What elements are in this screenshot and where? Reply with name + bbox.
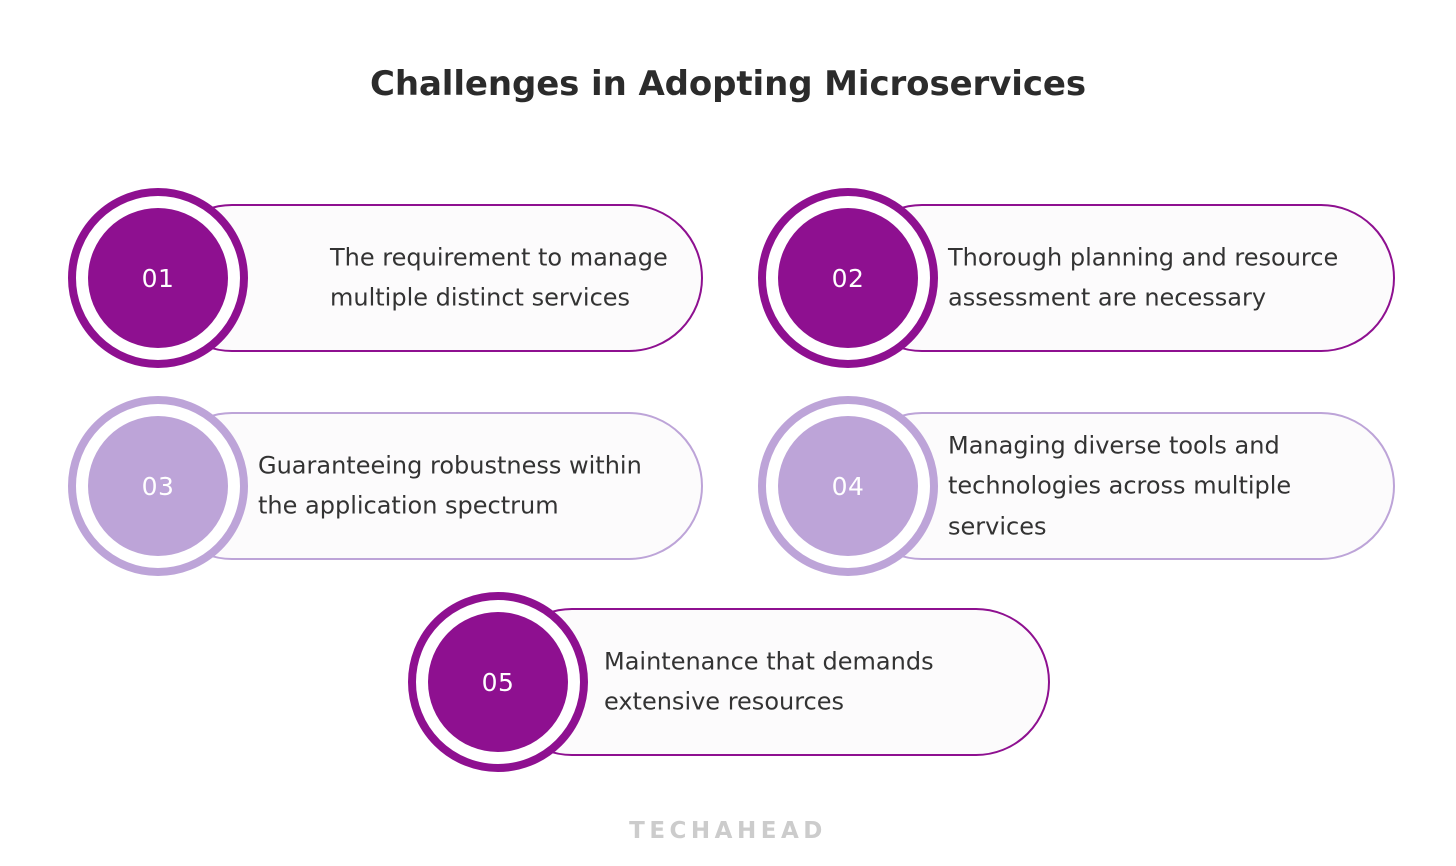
card-05-text: Maintenance that demands extensive resou… bbox=[604, 647, 934, 716]
card-04-text: Managing diverse tools and technologies … bbox=[948, 431, 1292, 541]
card-04-number: 04 bbox=[831, 471, 865, 501]
card-03-pill bbox=[158, 412, 703, 560]
card-03-number: 03 bbox=[141, 471, 175, 501]
card-01-number: 01 bbox=[141, 263, 175, 293]
card-01-pill bbox=[158, 204, 703, 352]
card-05-badge: 05 bbox=[408, 592, 588, 772]
card-04-pill bbox=[848, 412, 1395, 560]
card-03-text: Guaranteeing robustness within the appli… bbox=[258, 451, 642, 520]
card-04[interactable]: Managing diverse tools and technologies … bbox=[758, 396, 1395, 576]
card-01-badge: 01 bbox=[68, 188, 248, 368]
card-04-badge: 04 bbox=[758, 396, 938, 576]
card-03[interactable]: Guaranteeing robustness within the appli… bbox=[68, 396, 703, 576]
card-05[interactable]: Maintenance that demands extensive resou… bbox=[408, 592, 1050, 772]
card-02-text: Thorough planning and resource assessmen… bbox=[948, 243, 1339, 312]
techahead-watermark: TECHAHEAD bbox=[629, 818, 827, 844]
card-02[interactable]: Thorough planning and resource assessmen… bbox=[758, 188, 1395, 368]
card-01[interactable]: The requirement to manage multiple disti… bbox=[68, 188, 703, 368]
card-03-badge: 03 bbox=[68, 396, 248, 576]
card-05-number: 05 bbox=[481, 667, 515, 697]
card-02-number: 02 bbox=[831, 263, 865, 293]
card-05-pill bbox=[498, 608, 1050, 756]
card-03-badge-disc: 03 bbox=[88, 416, 228, 556]
page-title: Challenges in Adopting Microservices bbox=[370, 64, 1086, 104]
card-05-badge-disc: 05 bbox=[428, 612, 568, 752]
card-02-badge: 02 bbox=[758, 188, 938, 368]
card-02-pill bbox=[848, 204, 1395, 352]
card-01-text: The requirement to manage multiple disti… bbox=[330, 243, 668, 312]
card-01-badge-disc: 01 bbox=[88, 208, 228, 348]
card-02-badge-disc: 02 bbox=[778, 208, 918, 348]
card-04-badge-disc: 04 bbox=[778, 416, 918, 556]
